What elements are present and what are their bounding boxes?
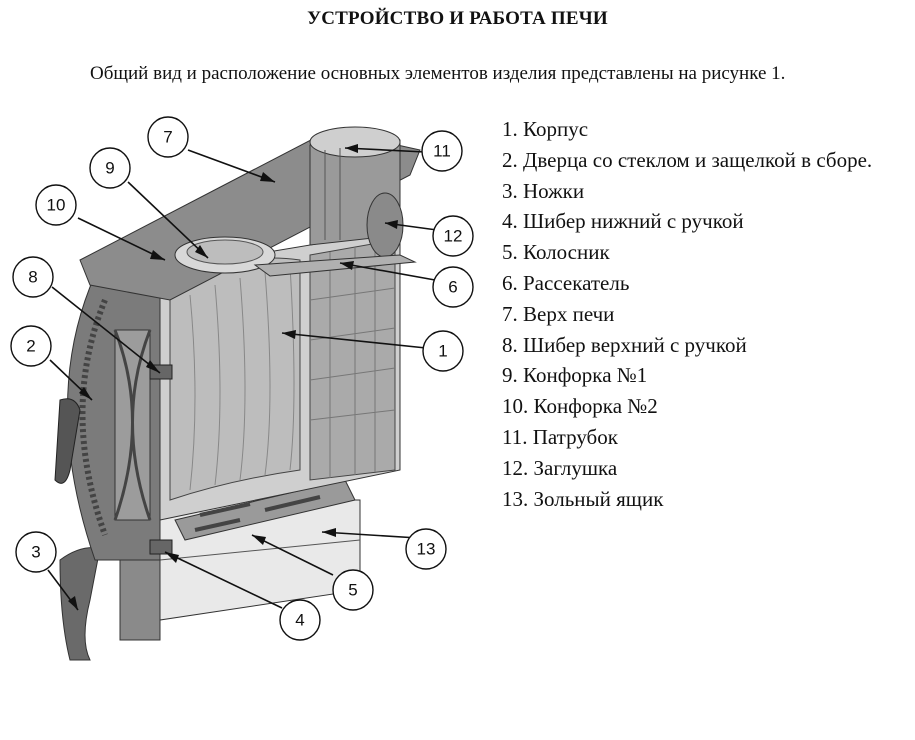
callout-2 <box>10 325 52 367</box>
legend-item: 11. Патрубок <box>502 424 618 449</box>
callout-label-13: 13 <box>417 540 436 559</box>
callout-9 <box>89 147 131 189</box>
callout-label-3: 3 <box>31 543 40 562</box>
legend-item: 8. Шибер верхний с ручкой <box>502 332 747 357</box>
legend-item: 10. Конфорка №2 <box>502 394 658 419</box>
callout-label-5: 5 <box>348 581 357 600</box>
door-handle-icon <box>54 398 81 484</box>
legend-item: 2. Дверца со стеклом и защелкой в сборе. <box>502 147 873 172</box>
document-title: УСТРОЙСТВО И РАБОТА ПЕЧИ <box>307 8 608 29</box>
callout-5 <box>332 569 374 611</box>
legend-item: 1. Корпус <box>502 117 589 141</box>
callout-10 <box>35 184 77 226</box>
intro-paragraph: Общий вид и расположение основных элемен… <box>90 63 786 84</box>
legend-item: 3. Ножки <box>502 178 585 203</box>
callout-label-6: 6 <box>448 278 457 297</box>
callout-label-1: 1 <box>438 342 447 361</box>
callout-1 <box>422 330 464 372</box>
parts-legend: 1. Корпус 2. Дверца со стеклом и защелко… <box>502 114 907 514</box>
legend-item: 6. Рассекатель <box>502 270 630 295</box>
callout-8 <box>12 256 54 298</box>
callout-label-2: 2 <box>26 337 35 356</box>
callout-label-12: 12 <box>444 227 463 246</box>
legend-item: 9. Конфорка №1 <box>502 363 648 388</box>
callout-3 <box>15 531 57 573</box>
legend-item: 5. Колосник <box>502 240 610 265</box>
callout-label-9: 9 <box>105 159 114 178</box>
callout-label-8: 8 <box>28 268 37 287</box>
callout-label-7: 7 <box>163 128 172 147</box>
callout-4 <box>279 599 321 641</box>
legend-item: 12. Заглушка <box>502 455 618 480</box>
callout-label-11: 11 <box>433 142 451 161</box>
callout-label-10: 10 <box>47 196 66 215</box>
callout-12 <box>432 215 474 257</box>
stove-figure: 7 9 10 8 2 3 4 5 13 6 1 12 11 <box>10 116 474 661</box>
legend-item: 13. Зольный ящик <box>502 486 664 511</box>
legend-item: 4. Шибер нижний с ручкой <box>502 209 744 234</box>
callout-label-4: 4 <box>295 611 304 630</box>
callout-13 <box>405 528 447 570</box>
callout-11 <box>421 130 463 172</box>
stove-leg-icon <box>59 547 101 661</box>
legend-item: 7. Верх печи <box>502 301 615 326</box>
callout-6 <box>432 266 474 308</box>
callout-7 <box>147 116 189 158</box>
